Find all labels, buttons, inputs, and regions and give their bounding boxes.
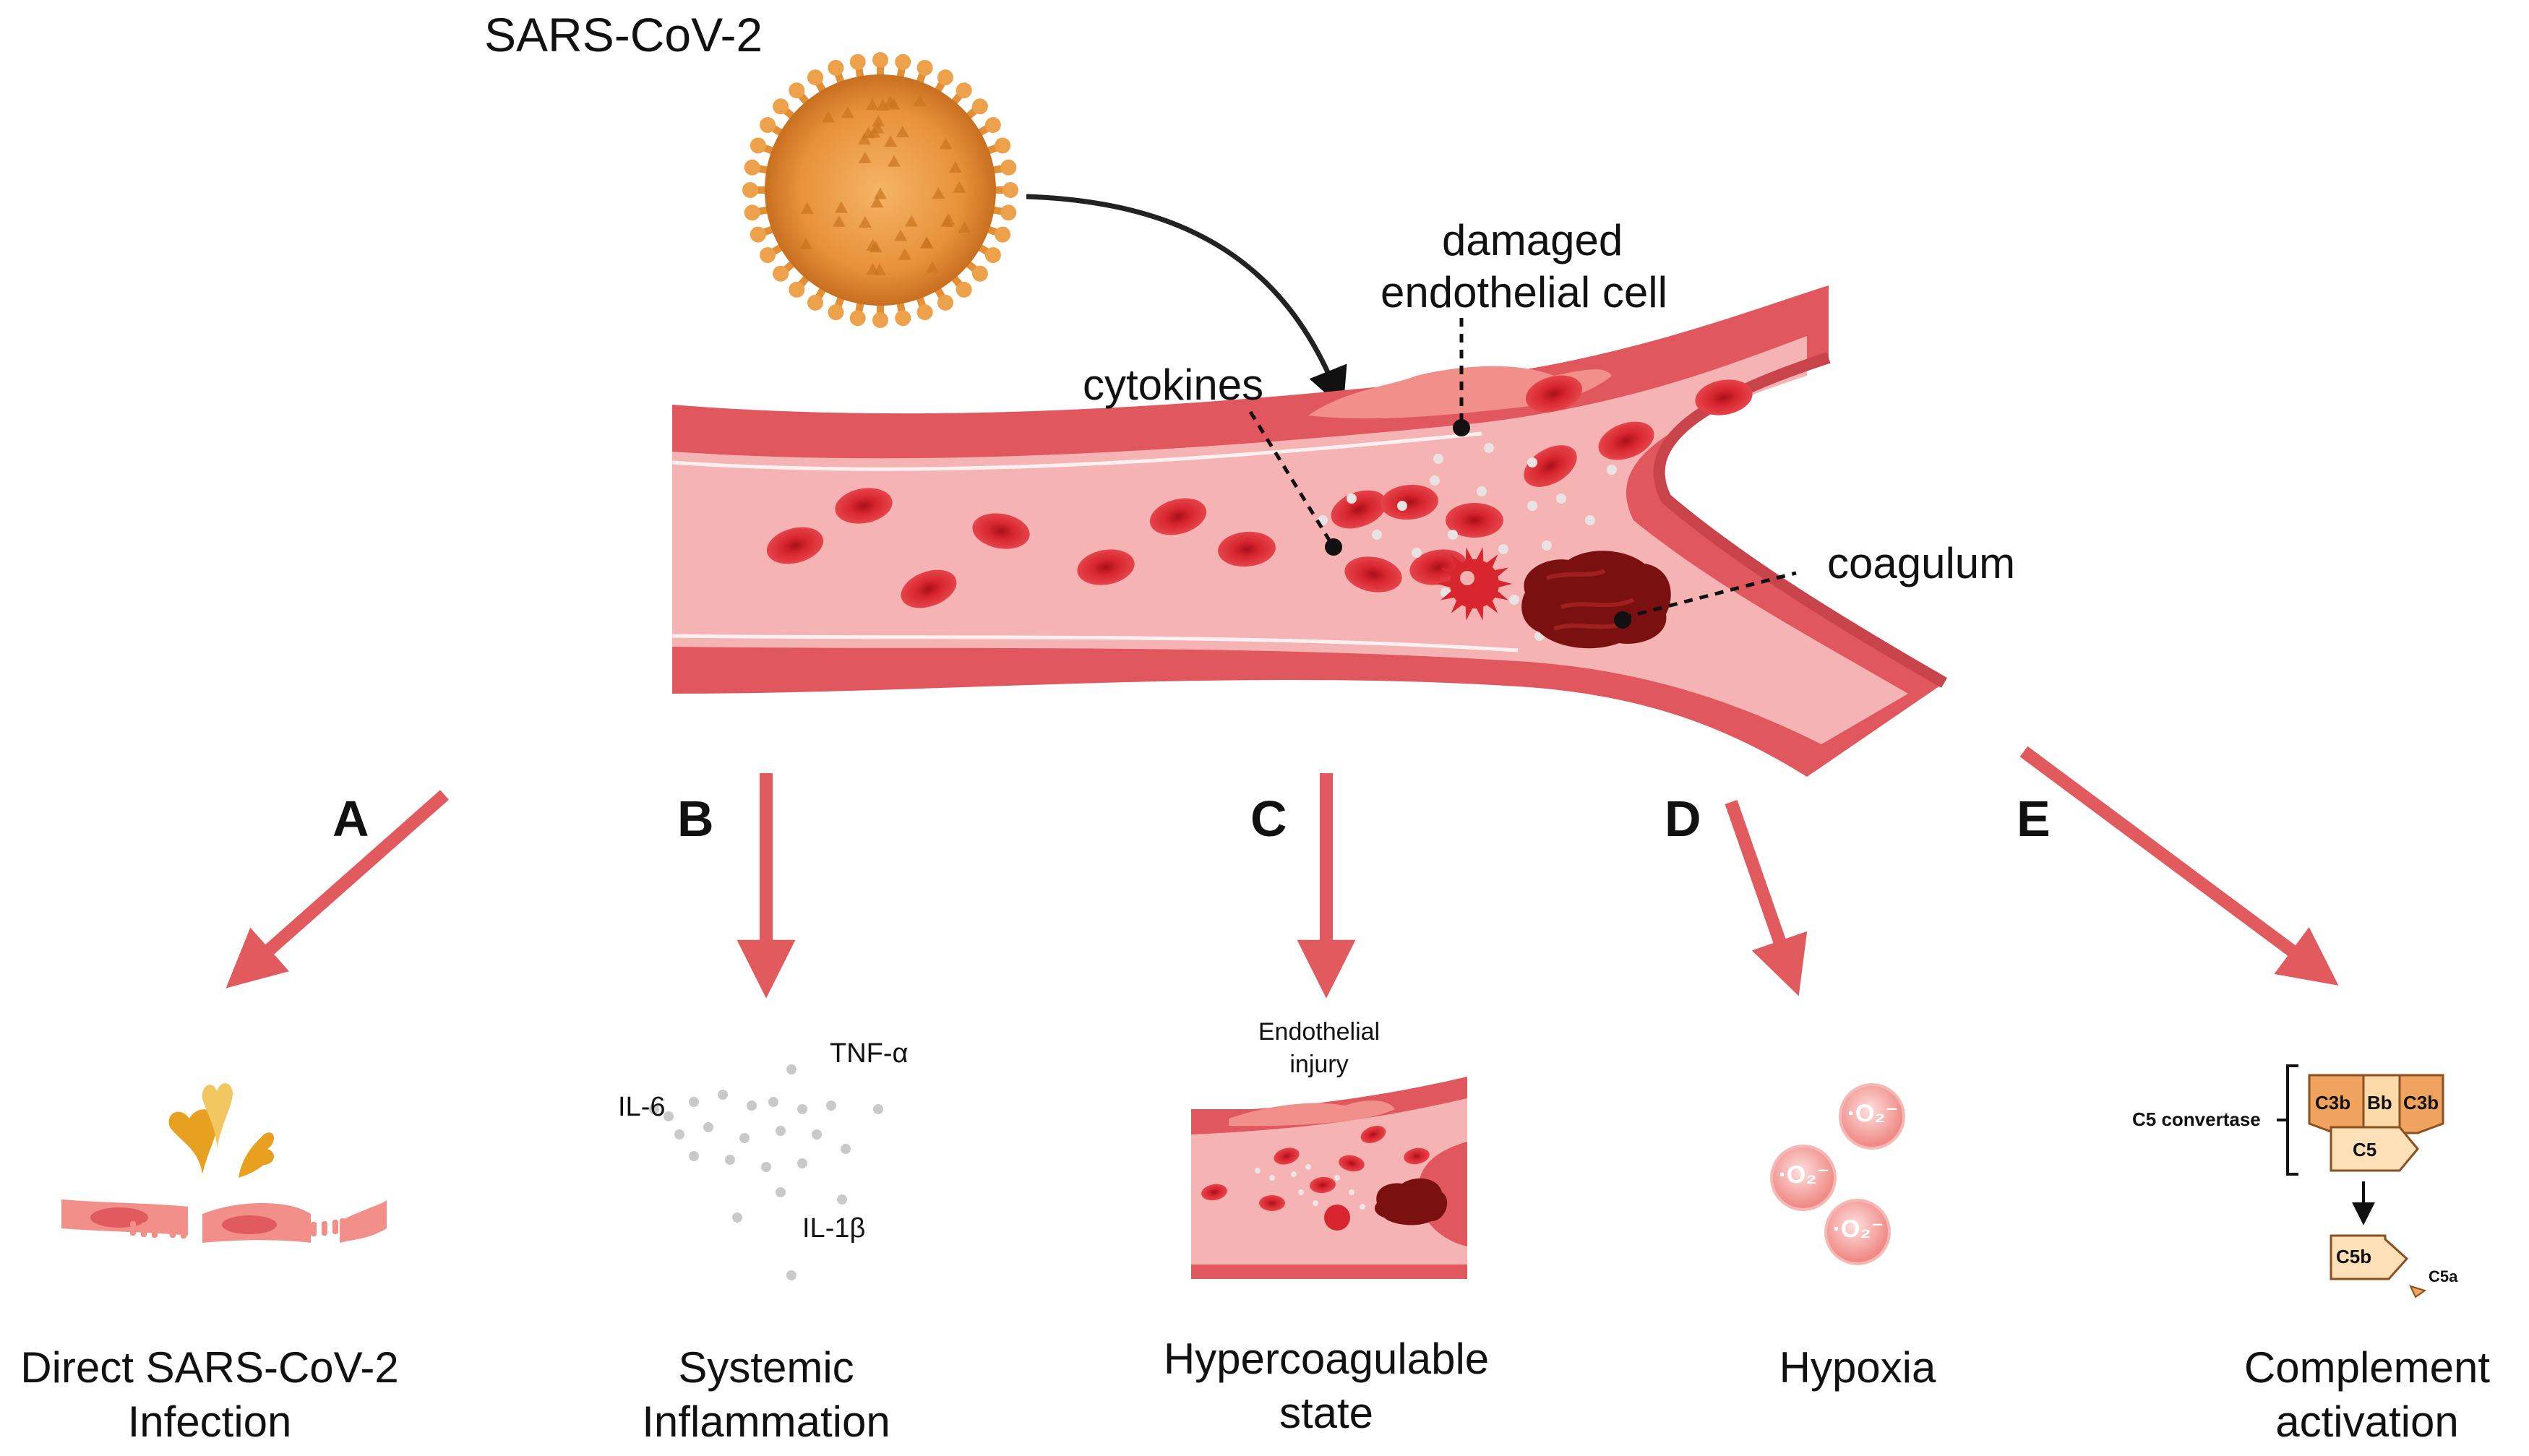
- c5b-label: C5b: [2336, 1246, 2371, 1267]
- virus-label: SARS-CoV-2: [484, 9, 763, 61]
- callout-dot-cytokines: [1325, 538, 1342, 556]
- endothelial-injury-label-line2: injury: [1243, 1051, 1395, 1078]
- c3b-label-right: C3b: [2403, 1093, 2439, 1113]
- panel-letter-d: D: [1665, 791, 1701, 847]
- superoxide-label: ·O₂⁻: [1826, 1216, 1891, 1243]
- arrow-d: [1731, 802, 1785, 957]
- cytokines-label: cytokines: [1083, 361, 1263, 409]
- il1b-label: IL-1β: [802, 1214, 865, 1244]
- panel-letter-c: C: [1250, 791, 1287, 847]
- callout-dot-coagulum: [1614, 611, 1631, 629]
- caption-e-line2: activation: [2212, 1395, 2522, 1449]
- il6-label: IL-6: [618, 1093, 665, 1123]
- c5-label: C5: [2353, 1140, 2376, 1160]
- panel-b-cytokine-particles: [649, 1064, 883, 1280]
- panel-letter-e: E: [2017, 791, 2051, 847]
- panel-letter-a: A: [332, 791, 369, 847]
- caption-b: Systemic Inflammation: [578, 1340, 954, 1449]
- coagulum-label: coagulum: [1827, 540, 2015, 587]
- damaged-cell-label-line2: endothelial cell: [1381, 269, 1667, 316]
- caption-a-line1: Direct SARS-CoV-2: [0, 1340, 419, 1395]
- caption-b-line2: Inflammation: [578, 1395, 954, 1449]
- tnf-alpha-label: TNF-α: [830, 1039, 909, 1069]
- superoxide-label: ·O₂⁻: [1840, 1100, 1905, 1127]
- coagulum-clot-icon: [1521, 551, 1671, 648]
- superoxide-label: ·O₂⁻: [1772, 1162, 1837, 1189]
- bb-label: Bb: [2367, 1093, 2392, 1113]
- branch-arrows: [257, 751, 2306, 961]
- caption-c: Hypercoagulable state: [1128, 1332, 1525, 1440]
- c5a-label: C5a: [2429, 1268, 2457, 1285]
- caption-a-line2: Infection: [0, 1395, 419, 1449]
- caption-e-line1: Complement: [2212, 1340, 2522, 1395]
- caption-d: Hypoxia: [1699, 1340, 2017, 1395]
- c5-convertase-label: C5 convertase: [2132, 1109, 2261, 1130]
- arrow-e: [2024, 751, 2306, 961]
- panel-letter-b: B: [677, 791, 714, 847]
- caption-d-line1: Hypoxia: [1699, 1340, 2017, 1395]
- c3b-label-left: C3b: [2315, 1093, 2350, 1113]
- panel-c-vessel-icon: [1191, 1077, 1467, 1279]
- caption-e: Complement activation: [2212, 1340, 2522, 1449]
- caption-c-line2: state: [1128, 1386, 1525, 1440]
- caption-c-line1: Hypercoagulable: [1128, 1332, 1525, 1386]
- sars-cov-2-virus-icon: [742, 52, 1018, 328]
- damaged-cell-label-line1: damaged: [1442, 217, 1623, 264]
- caption-b-line1: Systemic: [578, 1340, 954, 1395]
- caption-a: Direct SARS-CoV-2 Infection: [0, 1340, 419, 1449]
- endothelial-injury-label-line1: Endothelial: [1243, 1019, 1395, 1046]
- panel-a-infection-icon: [61, 1075, 387, 1243]
- callout-dot-damaged-cell: [1453, 419, 1470, 436]
- blood-vessel: [672, 285, 1944, 777]
